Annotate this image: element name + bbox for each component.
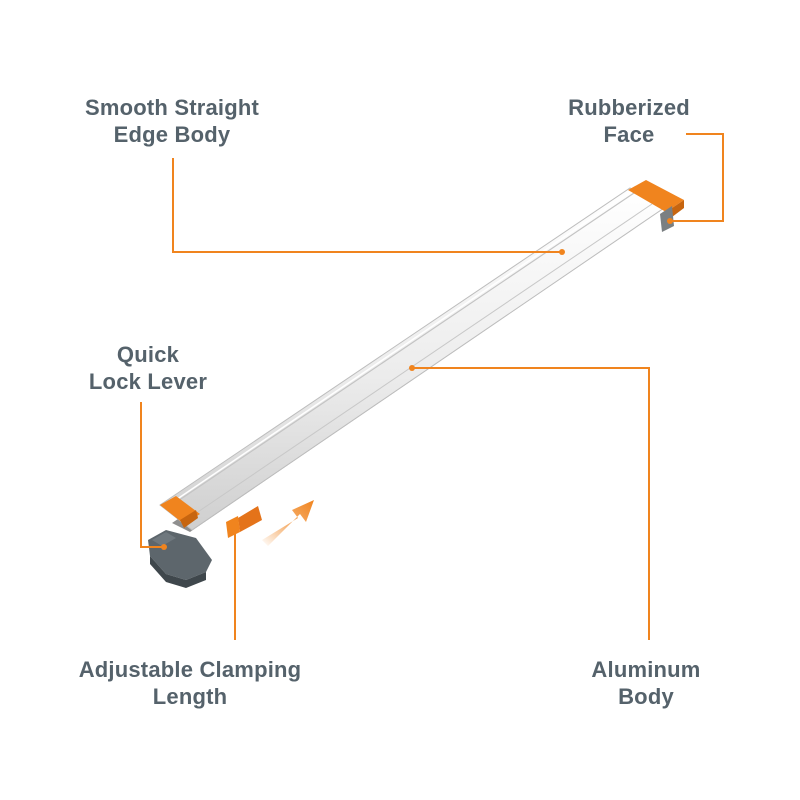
adjust-arrow: [262, 500, 314, 546]
leader-lines: [140, 133, 724, 640]
clamp-jaw: [226, 506, 262, 538]
rubberized-face-cap: [628, 180, 684, 232]
callout-line: Lock Lever: [88, 369, 208, 394]
callout-line: Length: [152, 684, 228, 709]
callout-quick-lock-lever: Quick Lock Lever: [89, 341, 207, 395]
groove-line-bottom: [185, 203, 653, 521]
rubberized-face-cap-left: [160, 496, 200, 528]
quick-lock-lever: [148, 530, 212, 588]
callout-line: Quick: [116, 342, 180, 367]
dot-smooth-edge: [559, 249, 565, 255]
callout-line: Smooth Straight: [84, 95, 260, 120]
dot-quick-lock: [161, 544, 167, 550]
leader-smooth-edge: [172, 158, 562, 253]
dot-rubberized-face: [667, 218, 673, 224]
callout-rubberized-face: Rubberized Face: [568, 94, 690, 148]
dot-clamping-length: [232, 521, 238, 527]
leader-aluminum-body: [412, 367, 650, 640]
callout-line: Body: [618, 684, 674, 709]
callout-line: Face: [603, 122, 655, 147]
callout-line: Aluminum: [591, 657, 701, 682]
leader-dots: [161, 218, 673, 550]
edge-highlight: [163, 190, 633, 509]
callout-line: Rubberized: [568, 95, 690, 120]
callout-smooth-straight-edge-body: Smooth Straight Edge Body: [85, 94, 259, 148]
callout-adjustable-clamping-length: Adjustable Clamping Length: [79, 656, 302, 710]
callout-aluminum-body: Aluminum Body: [591, 656, 700, 710]
aluminum-body: [159, 187, 665, 531]
leader-rubberized-face: [670, 133, 724, 222]
groove-line-top: [171, 192, 635, 506]
dot-aluminum-body: [409, 365, 415, 371]
leader-quick-lock: [140, 402, 164, 548]
callout-line: Edge Body: [113, 122, 231, 147]
callout-line: Adjustable Clamping: [78, 657, 302, 682]
